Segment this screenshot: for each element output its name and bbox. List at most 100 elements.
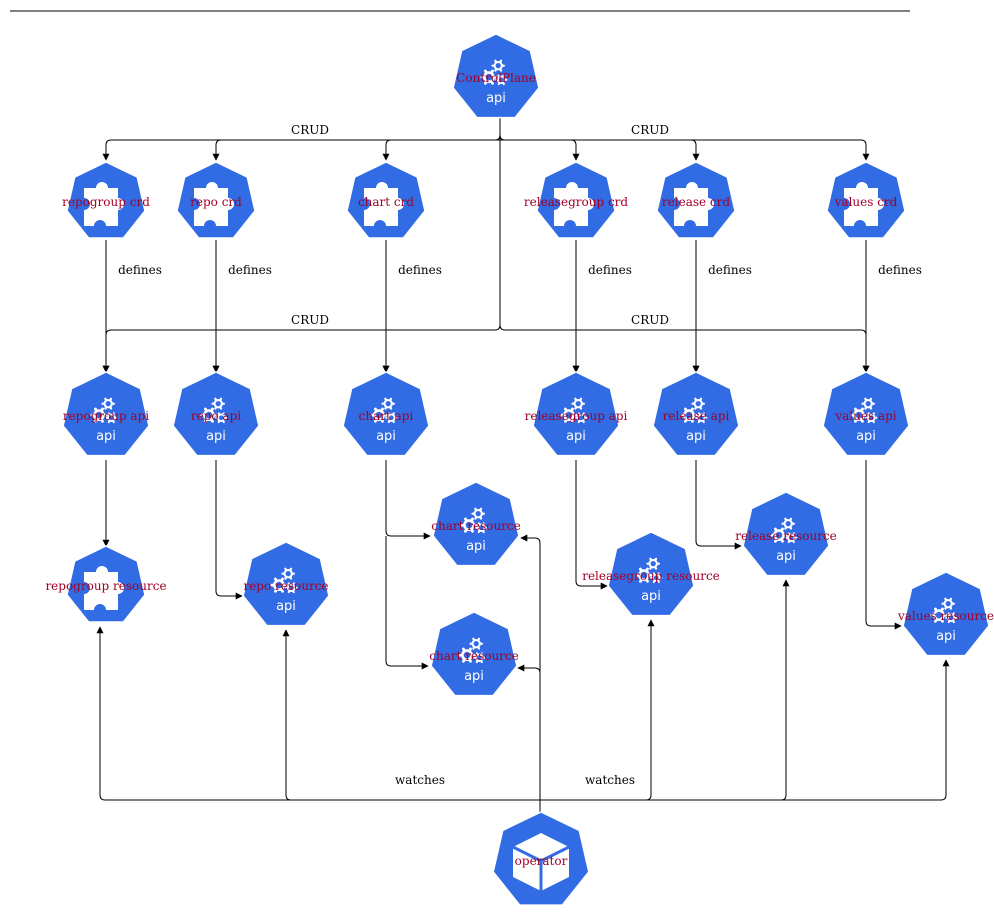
edge-label-watches: watches [395, 773, 445, 787]
crd-puzzle-icon [84, 566, 124, 610]
node-label: values crd [834, 195, 898, 209]
api-gears-icon [370, 397, 398, 424]
edge-chart-api-to-resource-1 [385, 460, 431, 540]
node-label: release crd [662, 195, 730, 209]
edge-label-defines: defines [708, 263, 752, 277]
node-label: releasegroup resource [582, 569, 720, 583]
node-label: releasegroup crd [524, 195, 629, 209]
nodes: api ControlPlane repogroup crd repo crd c… [45, 33, 994, 906]
repo-crd-node[interactable]: repo crd [176, 161, 256, 239]
edge-repo-api-to-resource [215, 460, 243, 600]
api-badge: api [566, 429, 586, 444]
api-badge: api [641, 589, 661, 604]
edge-control-to-api-trunk-right [499, 118, 867, 336]
crd-puzzle-icon [554, 182, 594, 226]
node-label: repo api [191, 409, 241, 423]
edge-label-defines: defines [878, 263, 922, 277]
api-badge: api [96, 429, 116, 444]
values-crd-node[interactable]: values crd [826, 161, 906, 239]
node-label: release api [663, 409, 730, 423]
edge-releasegroup-api-to-resource [575, 460, 608, 590]
crd-puzzle-icon [364, 182, 404, 226]
repogroup-api-node[interactable]: api repogroup api [62, 371, 150, 457]
releasegroup-crd-node[interactable]: releasegroup crd [524, 161, 629, 239]
edge-release-api-to-resource [695, 460, 742, 550]
api-badge: api [776, 549, 796, 564]
control-plane-node[interactable]: api ControlPlane [452, 33, 540, 119]
api-badge: api [486, 91, 506, 106]
crd-puzzle-icon [674, 182, 714, 226]
edge-label-watches: watches [585, 773, 635, 787]
api-gears-icon [270, 567, 298, 594]
edge-control-to-releasegroup-crd [499, 118, 580, 161]
repo-resource-node[interactable]: api repo resource [242, 541, 330, 627]
cube-icon [512, 833, 570, 891]
edge-control-to-repo-crd [212, 139, 500, 161]
api-gears-icon [480, 59, 508, 86]
api-gears-icon [458, 637, 486, 664]
api-gears-icon [635, 557, 663, 584]
api-badge: api [466, 539, 486, 554]
node-label: operator [515, 854, 568, 868]
api-badge: api [276, 599, 296, 614]
node-label: repogroup api [63, 409, 149, 423]
node-label: repo crd [190, 195, 242, 209]
api-gears-icon [460, 507, 488, 534]
chart-resource-node[interactable]: api chart resource [431, 481, 521, 567]
edge-label-defines: defines [118, 263, 162, 277]
api-gears-icon [90, 397, 118, 424]
crd-puzzle-icon [844, 182, 884, 226]
edge-control-to-api-trunk-left [105, 118, 501, 336]
api-gears-icon [560, 397, 588, 424]
api-badge: api [376, 429, 396, 444]
node-label: ControlPlane [456, 71, 536, 85]
edge-label-defines: defines [228, 263, 272, 277]
api-gears-icon [770, 517, 798, 544]
release-api-node[interactable]: api release api [652, 371, 740, 457]
edge-watches-chart-resource-2 [517, 664, 541, 800]
node-label: chart resource [431, 519, 520, 533]
edge-control-to-values-crd [500, 139, 870, 161]
edge-control-to-chart-crd [382, 139, 500, 161]
edge-label-crud: CRUD [631, 123, 669, 137]
node-label: repo resource [243, 579, 328, 593]
edge-label-crud: CRUD [291, 313, 329, 327]
api-badge: api [856, 429, 876, 444]
chart-crd-node[interactable]: chart crd [346, 161, 426, 239]
node-label: chart crd [358, 195, 414, 209]
crd-puzzle-icon [194, 182, 234, 226]
crd-puzzle-icon [84, 182, 124, 226]
api-gears-icon [680, 397, 708, 424]
repogroup-crd-node[interactable]: repogroup crd [62, 161, 150, 239]
api-gears-icon [200, 397, 228, 424]
operator-node[interactable]: operator [492, 811, 590, 906]
repogroup-resource-node[interactable]: repogroup resource [45, 545, 167, 623]
api-gears-icon [850, 397, 878, 424]
edge-label-defines: defines [398, 263, 442, 277]
edge-label-crud: CRUD [291, 123, 329, 137]
edge-watches-values-resource [540, 659, 950, 801]
releasegroup-resource-node[interactable]: api releasegroup resource [582, 531, 720, 617]
edge-values-api-to-resource [865, 460, 902, 630]
node-label: chart resource [429, 649, 518, 663]
node-label: repogroup crd [62, 195, 150, 209]
edge-label-defines: defines [588, 263, 632, 277]
edge-watches-repo-resource [282, 629, 540, 801]
edge-watches-repogroup-resource [96, 626, 540, 801]
edge-watches-chart-resource-1 [520, 534, 541, 800]
api-badge: api [686, 429, 706, 444]
release-crd-node[interactable]: release crd [656, 161, 736, 239]
node-label: repogroup resource [45, 579, 166, 593]
edge-chart-api-to-resource-2 [385, 536, 429, 670]
values-api-node[interactable]: api values api [822, 371, 910, 457]
node-label: values api [834, 409, 896, 423]
edge-labels: CRUD CRUD CRUD CRUD defines defines defi… [118, 123, 922, 787]
